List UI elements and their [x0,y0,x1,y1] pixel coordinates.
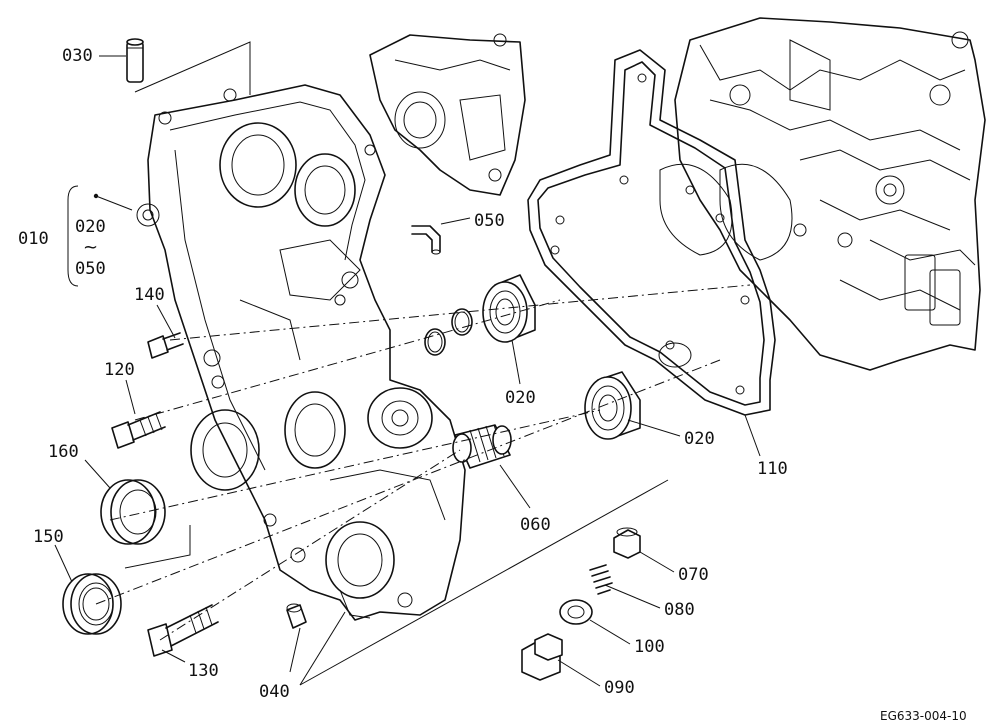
pin-030 [126,38,144,83]
callout-150: 150 [33,527,64,547]
gasket-110 [527,49,776,416]
bolt-140 [147,332,184,359]
callout-130: 130 [188,661,219,681]
callout-110: 110 [757,459,788,479]
spring-080 [589,564,613,595]
callout-040: 040 [259,682,290,702]
callout-030: 030 [62,46,93,66]
callout-labels: 030 010 020 ~ 050 050 140 120 160 150 13… [18,46,967,723]
callout-100: 100 [634,637,665,657]
figure-reference-code: EG633-004-10 [880,709,967,723]
group-range-sep: ~ [83,237,98,258]
bolt-130 [147,604,219,657]
callout-060: 060 [520,515,551,535]
bearing-020-upper [482,274,536,343]
valve-cap-070 [613,527,641,559]
o-rings [424,308,473,356]
callout-080: 080 [664,600,695,620]
plug-040 [286,603,307,629]
callout-020-upper: 020 [505,388,536,408]
oil-seal-160 [100,479,166,545]
washer-100 [559,599,593,625]
bearing-020-lower [584,371,641,440]
elbow-pipe-050 [411,225,441,255]
plug-090 [521,633,563,681]
engine-upper-detail [369,33,526,196]
callout-070: 070 [678,565,709,585]
callout-090: 090 [604,678,635,698]
leader-lines [54,41,761,687]
bolt-120 [111,411,166,449]
callout-160: 160 [48,442,79,462]
oil-seal-150 [62,573,122,635]
group-range-end: 050 [75,259,106,279]
group-range-start: 020 [75,217,106,237]
callout-020-lower: 020 [684,429,715,449]
callout-140: 140 [134,285,165,305]
group-label-010: 010 [18,229,49,249]
callout-050: 050 [474,211,505,231]
plug-060 [452,424,512,469]
gear-case-010 [136,84,466,621]
engine-block-drawing [659,17,986,371]
callout-120: 120 [104,360,135,380]
